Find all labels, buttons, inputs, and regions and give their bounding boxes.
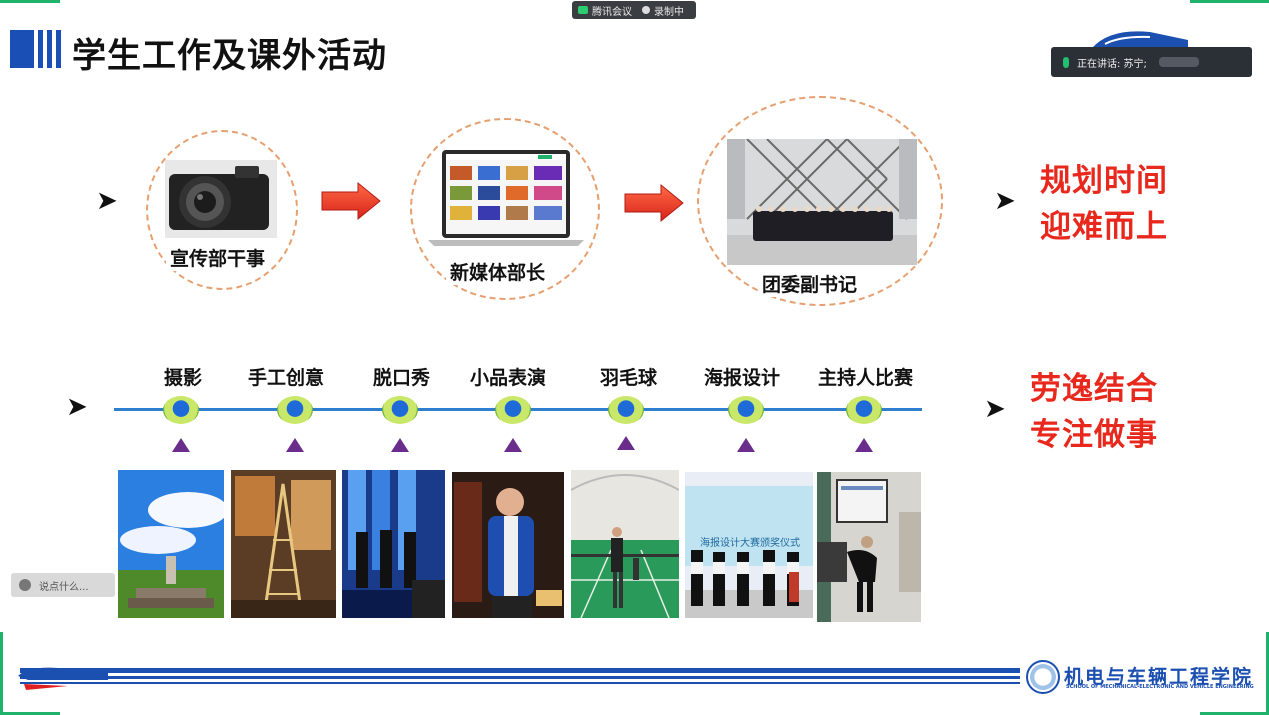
timeline-node-icon — [382, 396, 418, 424]
activity-label: 脱口秀 — [373, 367, 431, 389]
emoji-icon[interactable] — [19, 579, 31, 591]
laptop-screenshot — [428, 150, 584, 246]
talkshow-photo — [342, 470, 445, 618]
timeline-node-icon — [163, 396, 199, 424]
cloud-icon — [642, 6, 650, 14]
red-arrow-icon — [321, 181, 381, 221]
timeline-node-icon — [495, 396, 531, 424]
slogan-plan-time: 规划时间 — [1040, 163, 1168, 199]
activity-label: 手工创意 — [248, 367, 325, 389]
recording-status: 录制中 — [654, 6, 684, 18]
role-label: 新媒体部长 — [446, 258, 550, 285]
bullet-arrow-icon: ➤ — [66, 392, 88, 422]
meeting-status-bar[interactable]: 腾讯会议 录制中 — [572, 1, 696, 19]
role-circle-league — [697, 96, 943, 306]
activity-label: 主持人比赛 — [818, 367, 914, 389]
timeline-node-icon — [608, 396, 644, 424]
red-arrow-icon — [624, 183, 684, 223]
bullet-arrow-icon: ➤ — [96, 186, 118, 216]
timeline-node-icon — [277, 396, 313, 424]
slogan-focus: 专注做事 — [1030, 417, 1158, 453]
corner-mark-bl2 — [0, 712, 60, 715]
activity-label: 海报设计 — [704, 367, 781, 389]
poster-caption: 海报设计大赛颁奖仪式 — [700, 538, 800, 549]
activity-label: 羽毛球 — [600, 367, 658, 389]
chat-input[interactable]: 说点什么... — [11, 573, 115, 597]
signal-icon — [578, 6, 588, 14]
camera-photo — [165, 160, 277, 238]
triangle-marker-icon — [617, 436, 635, 450]
corner-mark-tr — [1190, 0, 1269, 3]
poster-design-photo — [685, 472, 813, 618]
activity-label: 小品表演 — [470, 367, 547, 389]
role-label: 宣传部干事 — [166, 244, 270, 271]
timeline-node-icon — [728, 396, 764, 424]
chat-placeholder: 说点什么... — [39, 581, 89, 593]
bullet-arrow-icon: ➤ — [994, 186, 1016, 216]
corner-mark-tl — [0, 0, 60, 3]
slogan-balance: 劳逸结合 — [1030, 371, 1158, 407]
role-circle-newmedia — [410, 118, 600, 300]
triangle-marker-icon — [172, 438, 190, 452]
corner-mark-br2 — [1200, 712, 1269, 715]
triangle-marker-icon — [855, 438, 873, 452]
slide-title: 学生工作及课外活动 — [72, 36, 387, 76]
school-name-en: SCHOOL OF MECHANICAL-ELECTRONIC AND VEHI… — [1066, 684, 1254, 690]
sketch-comedy-photo — [452, 472, 564, 618]
triangle-marker-icon — [286, 438, 304, 452]
triangle-marker-icon — [737, 438, 755, 452]
school-emblem-icon — [1026, 660, 1060, 694]
host-contest-photo — [817, 472, 921, 622]
badminton-photo — [571, 470, 679, 618]
microphone-icon — [1063, 56, 1069, 68]
photography-photo — [118, 470, 224, 618]
bullet-arrow-icon: ➤ — [984, 394, 1006, 424]
slogan-face-difficulty: 迎难而上 — [1040, 209, 1168, 245]
active-speaker-tag: 正在讲话: 苏宁; — [1051, 47, 1252, 77]
corner-mark-bl — [0, 632, 3, 715]
footer-rule — [20, 682, 1020, 684]
footer-rule — [20, 676, 1020, 679]
speaker-label: 正在讲话: 苏宁; — [1077, 58, 1147, 70]
corner-mark-br — [1266, 632, 1269, 715]
role-circle-publicity — [146, 130, 298, 290]
activity-label: 摄影 — [164, 367, 203, 389]
school-name-cn: 机电与车辆工程学院 — [1064, 666, 1254, 688]
triangle-marker-icon — [504, 438, 522, 452]
footer-rule — [20, 668, 1020, 673]
handcraft-photo — [231, 470, 336, 618]
speaker-avatar-blur — [1158, 57, 1199, 67]
group-photo — [727, 139, 917, 265]
timeline-node-icon — [846, 396, 882, 424]
train-logo-icon — [1092, 31, 1188, 48]
role-label: 团委副书记 — [758, 270, 862, 297]
triangle-marker-icon — [391, 438, 409, 452]
meeting-app-name: 腾讯会议 — [592, 6, 632, 18]
